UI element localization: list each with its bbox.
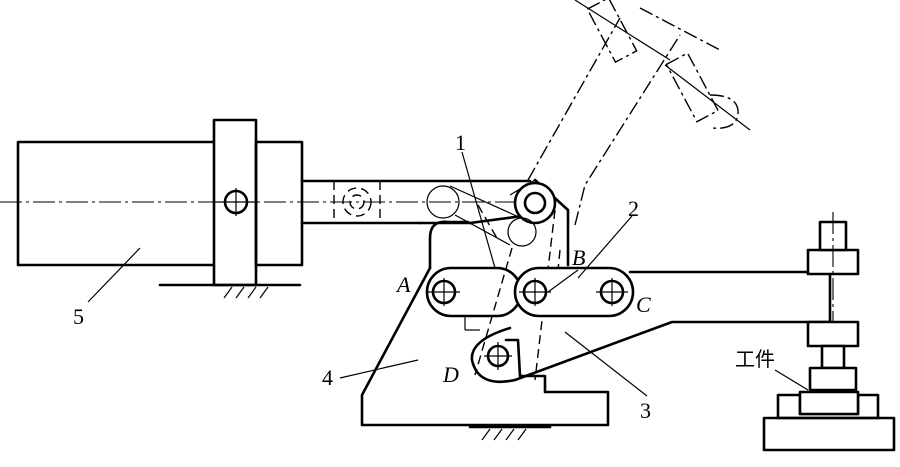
clamp-arm bbox=[470, 270, 832, 384]
piston-rod bbox=[300, 179, 532, 225]
label-part-4: 4 bbox=[322, 365, 333, 390]
clamp-screw bbox=[806, 212, 860, 400]
lever-2 bbox=[513, 266, 635, 318]
leader-lines bbox=[87, 151, 809, 397]
label-point-d: D bbox=[442, 362, 459, 387]
link-1 bbox=[425, 266, 523, 318]
workpiece bbox=[762, 390, 896, 452]
base-ground bbox=[468, 425, 552, 441]
label-point-b: B bbox=[572, 245, 585, 270]
label-point-c: C bbox=[636, 292, 651, 317]
label-part-5: 5 bbox=[73, 304, 84, 329]
label-point-a: A bbox=[395, 272, 411, 297]
open-position-phantom bbox=[527, 0, 751, 226]
label-part-1: 1 bbox=[455, 130, 466, 155]
label-part-2: 2 bbox=[628, 196, 639, 221]
cylinder-mount-ground bbox=[158, 283, 302, 299]
connecting-link bbox=[426, 178, 570, 267]
label-workpiece: 工件 bbox=[735, 347, 775, 371]
label-part-3: 3 bbox=[640, 398, 651, 423]
